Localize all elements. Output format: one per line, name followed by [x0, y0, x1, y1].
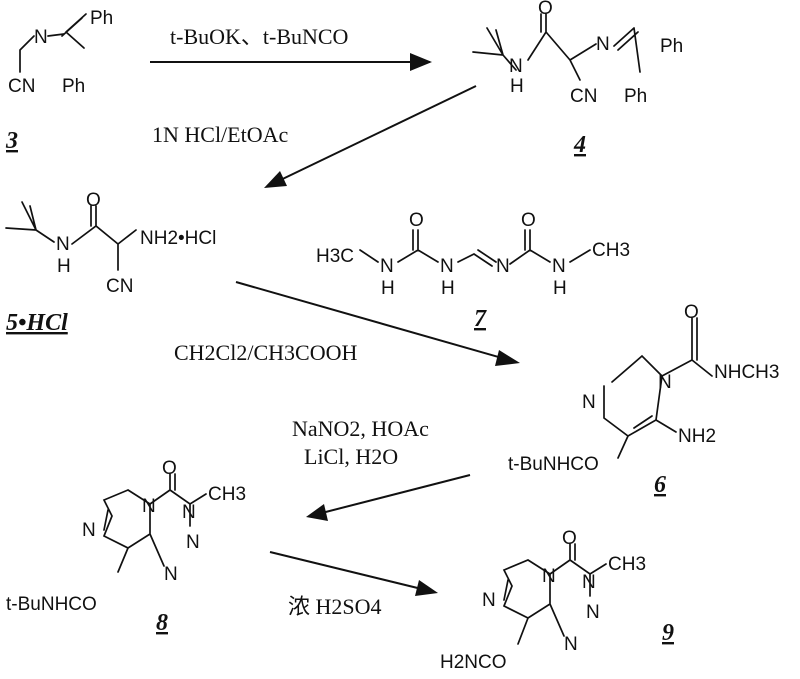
- compound-5-hcl: N H O NH2•HCl CN 5•HCl: [5, 190, 216, 336]
- atom-ph: Ph: [660, 36, 683, 57]
- atom-n: N: [552, 256, 566, 277]
- atom-n: N: [186, 532, 200, 553]
- atom-h: H: [510, 76, 524, 97]
- atom-h3c: H3C: [316, 246, 354, 267]
- atom-o: O: [562, 528, 577, 549]
- compound-7: H3C N H O N H N O N H CH3 7: [316, 210, 630, 332]
- atom-h: H: [381, 278, 395, 299]
- atom-ph: Ph: [90, 8, 113, 29]
- atom-o: O: [86, 190, 101, 211]
- atom-n: N: [582, 392, 596, 413]
- atom-n: N: [482, 590, 496, 611]
- atom-o: O: [409, 210, 424, 231]
- atom-cn: CN: [570, 86, 597, 107]
- atom-o: O: [538, 0, 553, 19]
- compound-label-3: 3: [5, 128, 18, 154]
- atom-n: N: [496, 256, 510, 277]
- atom-tbunhco: t-BuNHCO: [508, 454, 599, 475]
- atom-ph: Ph: [62, 76, 85, 97]
- atom-n: N: [582, 572, 596, 593]
- compound-label-9: 9: [662, 620, 674, 646]
- atom-nh2-hcl: NH2•HCl: [140, 228, 216, 249]
- atom-ch3: CH3: [592, 240, 630, 261]
- atom-n: N: [34, 27, 48, 48]
- atom-n: N: [509, 56, 523, 77]
- conditions-text: CH2Cl2/CH3COOH: [174, 340, 357, 365]
- compound-label-6: 6: [654, 472, 666, 498]
- atom-tbunhco: t-BuNHCO: [6, 594, 97, 615]
- compound-9: N N O N CH3 N N H2NCO 9: [440, 528, 674, 673]
- atom-h: H: [553, 278, 567, 299]
- atom-o: O: [521, 210, 536, 231]
- atom-o: O: [684, 302, 699, 323]
- atom-n: N: [142, 496, 156, 517]
- atom-h: H: [57, 256, 71, 277]
- arrow-8-to-9: 浓 H2SO4: [269, 551, 438, 619]
- compound-8: N N O N CH3 N N t-BuNHCO 8: [6, 458, 246, 636]
- atom-h: H: [441, 278, 455, 299]
- atom-cn: CN: [106, 276, 133, 297]
- compound-6: N N O NHCH3 NH2 t-BuNHCO 6: [508, 302, 779, 498]
- conditions-text: 1N HCl/EtOAc: [152, 122, 289, 147]
- compound-3: N Ph Ph CN 3: [5, 8, 113, 154]
- atom-n: N: [542, 566, 556, 587]
- atom-n: N: [658, 372, 672, 393]
- atom-n: N: [82, 520, 96, 541]
- atom-ph: Ph: [624, 86, 647, 107]
- conditions-text: 浓 H2SO4: [288, 594, 382, 619]
- compound-4: N H O N Ph CN Ph 4: [472, 0, 683, 158]
- atom-h2nco: H2NCO: [440, 652, 507, 673]
- atom-n: N: [596, 34, 610, 55]
- atom-n: N: [182, 502, 196, 523]
- arrow-6-to-8: NaNO2, HOAc LiCl, H2O: [292, 416, 471, 521]
- atom-nhch3: NHCH3: [714, 362, 779, 383]
- compound-label-7: 7: [474, 306, 487, 332]
- conditions-text: NaNO2, HOAc: [292, 416, 429, 441]
- compound-label-8: 8: [156, 610, 168, 636]
- compound-label-4: 4: [573, 132, 586, 158]
- compound-label-5-hcl: 5•HCl: [6, 310, 68, 336]
- atom-ch3: CH3: [208, 484, 246, 505]
- atom-ch3: CH3: [608, 554, 646, 575]
- atom-n: N: [440, 256, 454, 277]
- atom-o: O: [162, 458, 177, 479]
- conditions-text: LiCl, H2O: [304, 444, 398, 469]
- atom-n: N: [164, 564, 178, 585]
- arrow-3-to-4: t-BuOK、t-BuNCO: [150, 24, 432, 71]
- atom-n: N: [56, 234, 70, 255]
- atom-n: N: [380, 256, 394, 277]
- arrow-5-to-6: CH2Cl2/CH3COOH: [174, 281, 520, 366]
- atom-nh2: NH2: [678, 426, 716, 447]
- atom-n: N: [586, 602, 600, 623]
- arrow-4-to-5: 1N HCl/EtOAc: [152, 85, 477, 188]
- conditions-text: t-BuOK、t-BuNCO: [170, 24, 348, 49]
- atom-cn: CN: [8, 76, 35, 97]
- atom-n: N: [564, 634, 578, 655]
